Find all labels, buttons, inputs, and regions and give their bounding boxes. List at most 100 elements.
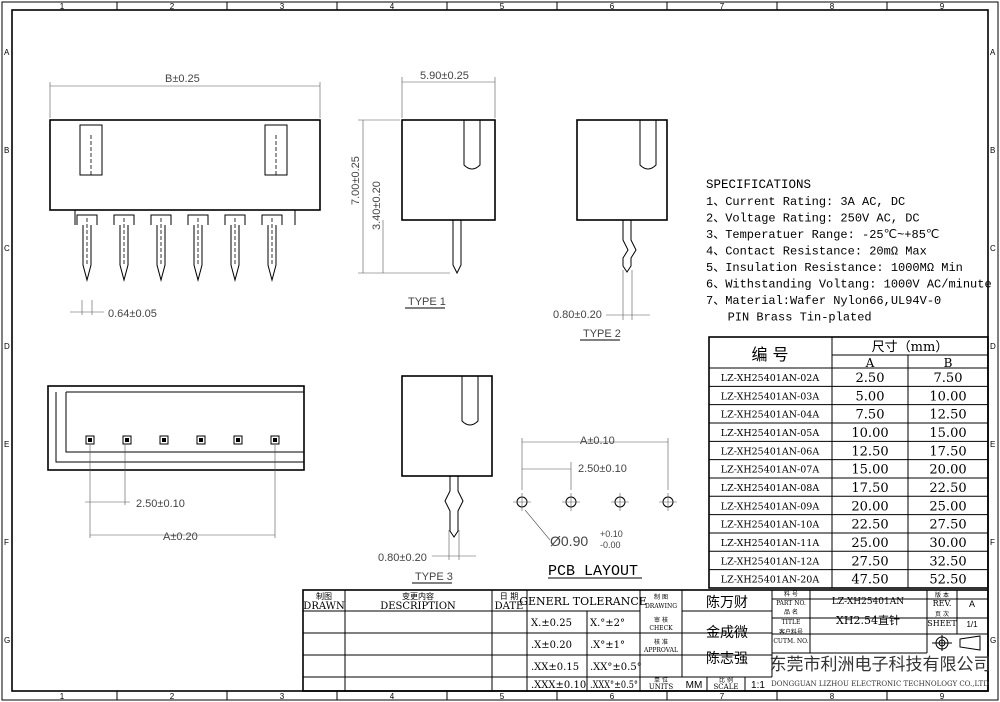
zone-col-label-bottom: 8 bbox=[830, 692, 835, 701]
rev-cn: 版 本 bbox=[935, 591, 949, 599]
zone-row-label-right: E bbox=[990, 440, 995, 449]
pin-housing bbox=[261, 214, 283, 225]
dim-a-value: 7.50 bbox=[856, 408, 885, 423]
check-en: CHECK bbox=[649, 625, 673, 632]
dim-b-value: 22.50 bbox=[929, 481, 966, 496]
part-no-en: PART NO. bbox=[776, 600, 806, 607]
title-en: TITLE bbox=[782, 619, 801, 626]
header-a: A bbox=[865, 356, 875, 370]
dim-b-value: 30.00 bbox=[929, 536, 966, 551]
type1-label: TYPE 1 bbox=[408, 296, 446, 308]
dim-b-value: 27.50 bbox=[929, 518, 966, 533]
pin-housing bbox=[224, 214, 246, 225]
dim-a-value: 17.50 bbox=[851, 481, 888, 496]
part-no-value: LZ-XH25401AN bbox=[832, 597, 904, 607]
dim-b-value: 15.00 bbox=[929, 426, 966, 441]
zone-row-label-left: B bbox=[4, 146, 9, 155]
company-en: DONGGUAN LIZHOU ELECTRONIC TECHNOLOGY CO… bbox=[771, 680, 989, 688]
linear-tolerance: .XX±0.15 bbox=[531, 662, 579, 673]
side-view-type1: 5.90±0.25 7.00±0.25 3.40±0.20 TYPE 1 bbox=[350, 70, 496, 309]
header-b: B bbox=[944, 356, 953, 370]
pin-square-center bbox=[162, 438, 166, 442]
rev-value: A bbox=[969, 599, 975, 609]
part-number: LZ-XH25401AN-06A bbox=[721, 446, 820, 457]
sheet-cn: 页 次 bbox=[935, 610, 949, 618]
dim-height: 7.00±0.25 bbox=[350, 156, 362, 205]
spec-item: 1、Current Rating: 3A AC, DC bbox=[706, 195, 905, 209]
zone-col-label-bottom: 6 bbox=[610, 692, 615, 701]
drawing-en: DRAWING bbox=[645, 603, 677, 610]
date-en: DATE bbox=[495, 601, 524, 612]
dim-width: 5.90±0.25 bbox=[420, 70, 469, 82]
scale-en: SCALE bbox=[714, 683, 739, 691]
dim-b-value: 12.50 bbox=[929, 408, 966, 423]
dim-a-value: 12.50 bbox=[851, 444, 888, 459]
projection-symbol-icon bbox=[932, 635, 981, 651]
linear-tolerance: .X±0.20 bbox=[531, 640, 572, 651]
part-number: LZ-XH25401AN-03A bbox=[721, 391, 820, 402]
spec-item: 5、Insulation Resistance: 1000MΩ Min bbox=[706, 261, 963, 275]
zone-col-label-top: 3 bbox=[280, 2, 285, 11]
pin bbox=[230, 225, 240, 282]
pin-square-center bbox=[125, 438, 129, 442]
pin-square-center bbox=[88, 438, 92, 442]
dim-b-value: 20.00 bbox=[929, 463, 966, 478]
pin-housing bbox=[76, 214, 98, 225]
type2-dim: 0.80±0.20 bbox=[553, 309, 602, 321]
pin-square bbox=[159, 435, 169, 445]
angular-tolerance: X.°±2° bbox=[590, 618, 625, 629]
approval-cn: 核 准 bbox=[654, 638, 668, 646]
tolerance-title: GENERL TOLERANCE bbox=[519, 595, 647, 608]
front-view: B±0.25 0.64±0.05 bbox=[49, 73, 321, 320]
top-view: 2.50±0.10 A±0.20 bbox=[47, 385, 305, 543]
spec-item: 3、Temperatuer Range: -25℃~+85℃ bbox=[706, 228, 939, 242]
pin-square-center bbox=[273, 438, 277, 442]
spec-title: SPECIFICATIONS bbox=[706, 178, 811, 192]
dim-pin-length: 3.40±0.20 bbox=[371, 181, 383, 230]
zone-row-label-left: C bbox=[4, 244, 10, 253]
pin-square bbox=[270, 435, 280, 445]
pcb-hole-center bbox=[611, 493, 629, 511]
type2-label: TYPE 2 bbox=[583, 328, 621, 340]
pin-square bbox=[233, 435, 243, 445]
pcb-pitch: 2.50±0.10 bbox=[578, 463, 627, 475]
dim-pin-width: 0.64±0.05 bbox=[108, 308, 157, 320]
zone-col-label-top: 7 bbox=[720, 2, 725, 11]
pcb-hole-tol-plus: +0.10 bbox=[600, 529, 623, 539]
spec-item: 7、Material:Wafer Nylon66,UL94V-0 bbox=[706, 294, 941, 308]
pin bbox=[193, 225, 203, 282]
zone-row-label-right: D bbox=[990, 342, 996, 351]
units-value: MM bbox=[686, 680, 703, 691]
header-size: 尺寸（mm） bbox=[872, 340, 949, 355]
pcb-layout-label: PCB LAYOUT bbox=[548, 563, 638, 580]
zone-col-label-top: 1 bbox=[60, 2, 65, 11]
sheet-value: 1/1 bbox=[966, 620, 978, 629]
drawn-en: DRAWN bbox=[303, 601, 345, 612]
approval-name: 陈志强 bbox=[706, 650, 748, 667]
part-number: LZ-XH25401AN-07A bbox=[721, 465, 820, 476]
dim-a-value: 5.00 bbox=[856, 389, 885, 404]
dim-a-value: 10.00 bbox=[851, 426, 888, 441]
inner-frame bbox=[11, 9, 989, 692]
desc-en: DESCRIPTION bbox=[380, 601, 456, 612]
zone-row-label-right: A bbox=[990, 48, 996, 57]
type3-label: TYPE 3 bbox=[415, 571, 453, 583]
zone-col-label-top: 6 bbox=[610, 2, 615, 11]
pin bbox=[82, 225, 92, 282]
zone-col-label-bottom: 3 bbox=[280, 692, 285, 701]
spec-item: 2、Voltage Rating: 250V AC, DC bbox=[706, 212, 920, 226]
specifications: SPECIFICATIONS 1、Current Rating: 3A AC, … bbox=[706, 178, 992, 325]
zone-col-label-bottom: 4 bbox=[390, 692, 395, 701]
part-number: LZ-XH25401AN-12A bbox=[721, 556, 820, 567]
part-number: LZ-XH25401AN-05A bbox=[721, 428, 820, 439]
dim-a-value: 22.50 bbox=[851, 518, 888, 533]
pcb-hole-center bbox=[513, 493, 531, 511]
spec-item: 6、Withstanding Voltang: 1000V AC/minute bbox=[706, 278, 992, 292]
dim-a-value: 25.00 bbox=[851, 536, 888, 551]
zone-row-label-left: E bbox=[4, 440, 9, 449]
check-cn: 审 核 bbox=[654, 616, 668, 624]
dim-b-value: 25.00 bbox=[929, 499, 966, 514]
part-number: LZ-XH25401AN-20A bbox=[721, 575, 820, 586]
side-view-type2: 0.80±0.20 TYPE 2 bbox=[553, 119, 668, 341]
drawing-cn: 制 图 bbox=[654, 593, 668, 601]
